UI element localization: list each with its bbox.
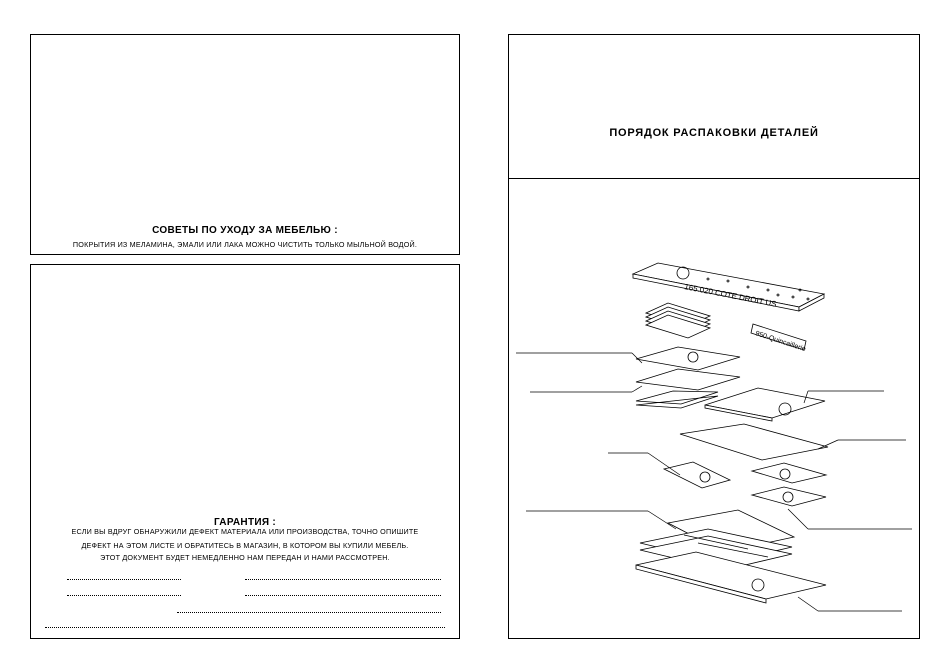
- back-panel: [679, 423, 829, 461]
- care-title: СОВЕТЫ ПО УХОДУ ЗА МЕБЕЛЬЮ :: [152, 225, 338, 236]
- leader-lines: [516, 352, 912, 612]
- right-panel: [704, 387, 826, 422]
- divider: [509, 178, 919, 179]
- panel-stack: [644, 302, 712, 339]
- blank-line[interactable]: [67, 595, 181, 596]
- small-shelves: [662, 461, 828, 507]
- unpacking-title: ПОРЯДОК РАСПАКОВКИ ДЕТАЛЕЙ: [609, 127, 819, 139]
- exploded-parts-diagram: 165.020 COTE DROIT US 950-Quincaillerie: [516, 262, 912, 612]
- hole-icon: [779, 468, 791, 480]
- blank-line[interactable]: [67, 579, 181, 580]
- hole-icon: [676, 266, 690, 280]
- warranty-line-1: ЕСЛИ ВЫ ВДРУГ ОБНАРУЖИЛИ ДЕФЕКТ МАТЕРИАЛ…: [71, 527, 419, 536]
- blank-line[interactable]: [45, 627, 445, 628]
- bottom-boards: [635, 509, 827, 604]
- warranty-line-2: ДЕФЕКТ НА ЭТОМ ЛИСТЕ И ОБРАТИТЕСЬ В МАГА…: [81, 541, 409, 550]
- warranty-line-3: ЭТОТ ДОКУМЕНТ БУДЕТ НЕМЕДЛЕННО НАМ ПЕРЕД…: [100, 553, 390, 562]
- hardware-label-box: 950-Quincaillerie: [750, 323, 807, 353]
- care-advice-panel: СОВЕТЫ ПО УХОДУ ЗА МЕБЕЛЬЮ : ПОКРЫТИЯ ИЗ…: [30, 34, 460, 255]
- top-side-panel: 165.020 COTE DROIT US: [631, 262, 826, 312]
- hole-icon: [687, 351, 699, 363]
- hole-icon: [778, 402, 792, 416]
- hole-icon: [751, 578, 765, 592]
- blank-line[interactable]: [245, 595, 441, 596]
- hole-icon: [699, 471, 711, 483]
- blank-line[interactable]: [245, 579, 441, 580]
- middle-panels: [635, 346, 741, 409]
- care-text: ПОКРЫТИЯ ИЗ МЕЛАМИНА, ЭМАЛИ ИЛИ ЛАКА МОЖ…: [72, 240, 418, 249]
- warranty-title: ГАРАНТИЯ :: [213, 517, 277, 528]
- blank-line[interactable]: [177, 612, 441, 613]
- warranty-panel: ГАРАНТИЯ : ЕСЛИ ВЫ ВДРУГ ОБНАРУЖИЛИ ДЕФЕ…: [30, 264, 460, 639]
- hole-icon: [782, 491, 794, 503]
